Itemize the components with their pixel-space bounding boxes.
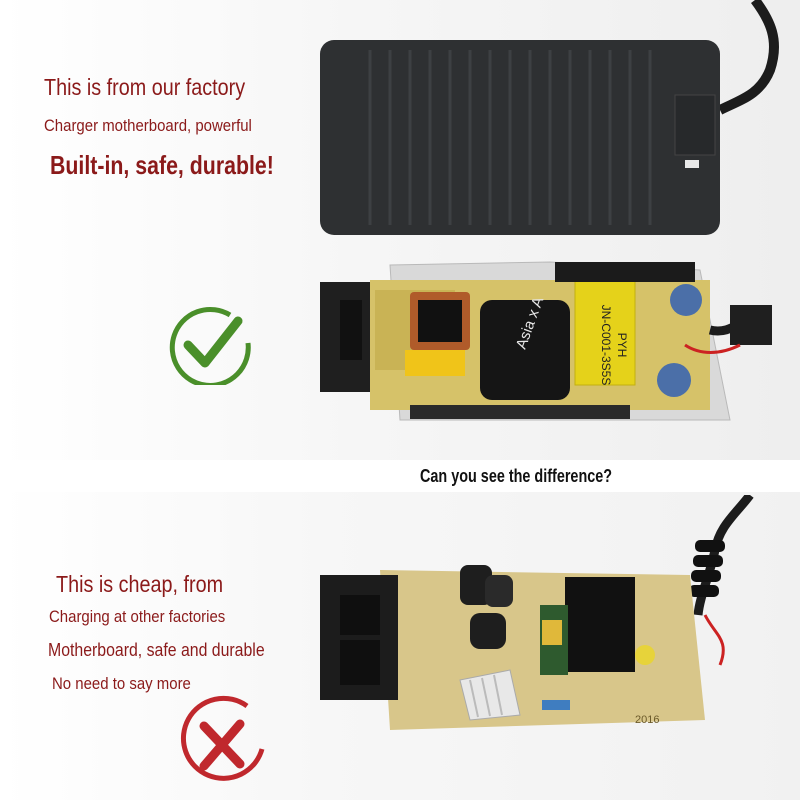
output-capacitor <box>670 284 702 316</box>
check-mark-icon <box>169 306 251 385</box>
output-connector <box>730 305 772 345</box>
electrolytic-capacitor <box>460 565 492 605</box>
bottom-subtext-3: No need to say more <box>52 674 191 693</box>
x-mark-icon <box>180 695 265 781</box>
bottom-subtext: Charging at other factories <box>49 607 226 626</box>
transformer-sublabel: PYH <box>615 333 629 358</box>
quality-charger-photo: Asia x A JN-C001-3S5S PYH <box>320 0 779 421</box>
top-heading: This is from our factory <box>44 74 246 100</box>
electrolytic-capacitor <box>470 613 506 649</box>
transformer-label: JN-C001-3S5S <box>599 305 613 386</box>
heatsink <box>555 262 695 282</box>
cheap-charger-photo: 2016 <box>320 495 754 730</box>
bottom-subtext-2: Motherboard, safe and durable <box>48 640 265 660</box>
output-capacitor <box>657 363 691 397</box>
charger-case <box>320 40 720 235</box>
top-emphasis: Built-in, safe, durable! <box>50 150 274 180</box>
power-cable <box>717 0 779 115</box>
yellow-capacitor <box>405 350 465 376</box>
bottom-heading: This is cheap, from <box>56 571 224 597</box>
case-label-area <box>674 94 716 156</box>
led-indicator <box>685 160 699 168</box>
bulk-capacitor <box>480 300 570 400</box>
output-capacitor <box>635 645 655 665</box>
board-year: 2016 <box>635 714 659 726</box>
comparison-question: Can you see the difference? <box>420 466 613 486</box>
transformer <box>574 279 636 386</box>
top-subtext: Charger motherboard, powerful <box>44 116 252 135</box>
transformer <box>565 577 635 672</box>
